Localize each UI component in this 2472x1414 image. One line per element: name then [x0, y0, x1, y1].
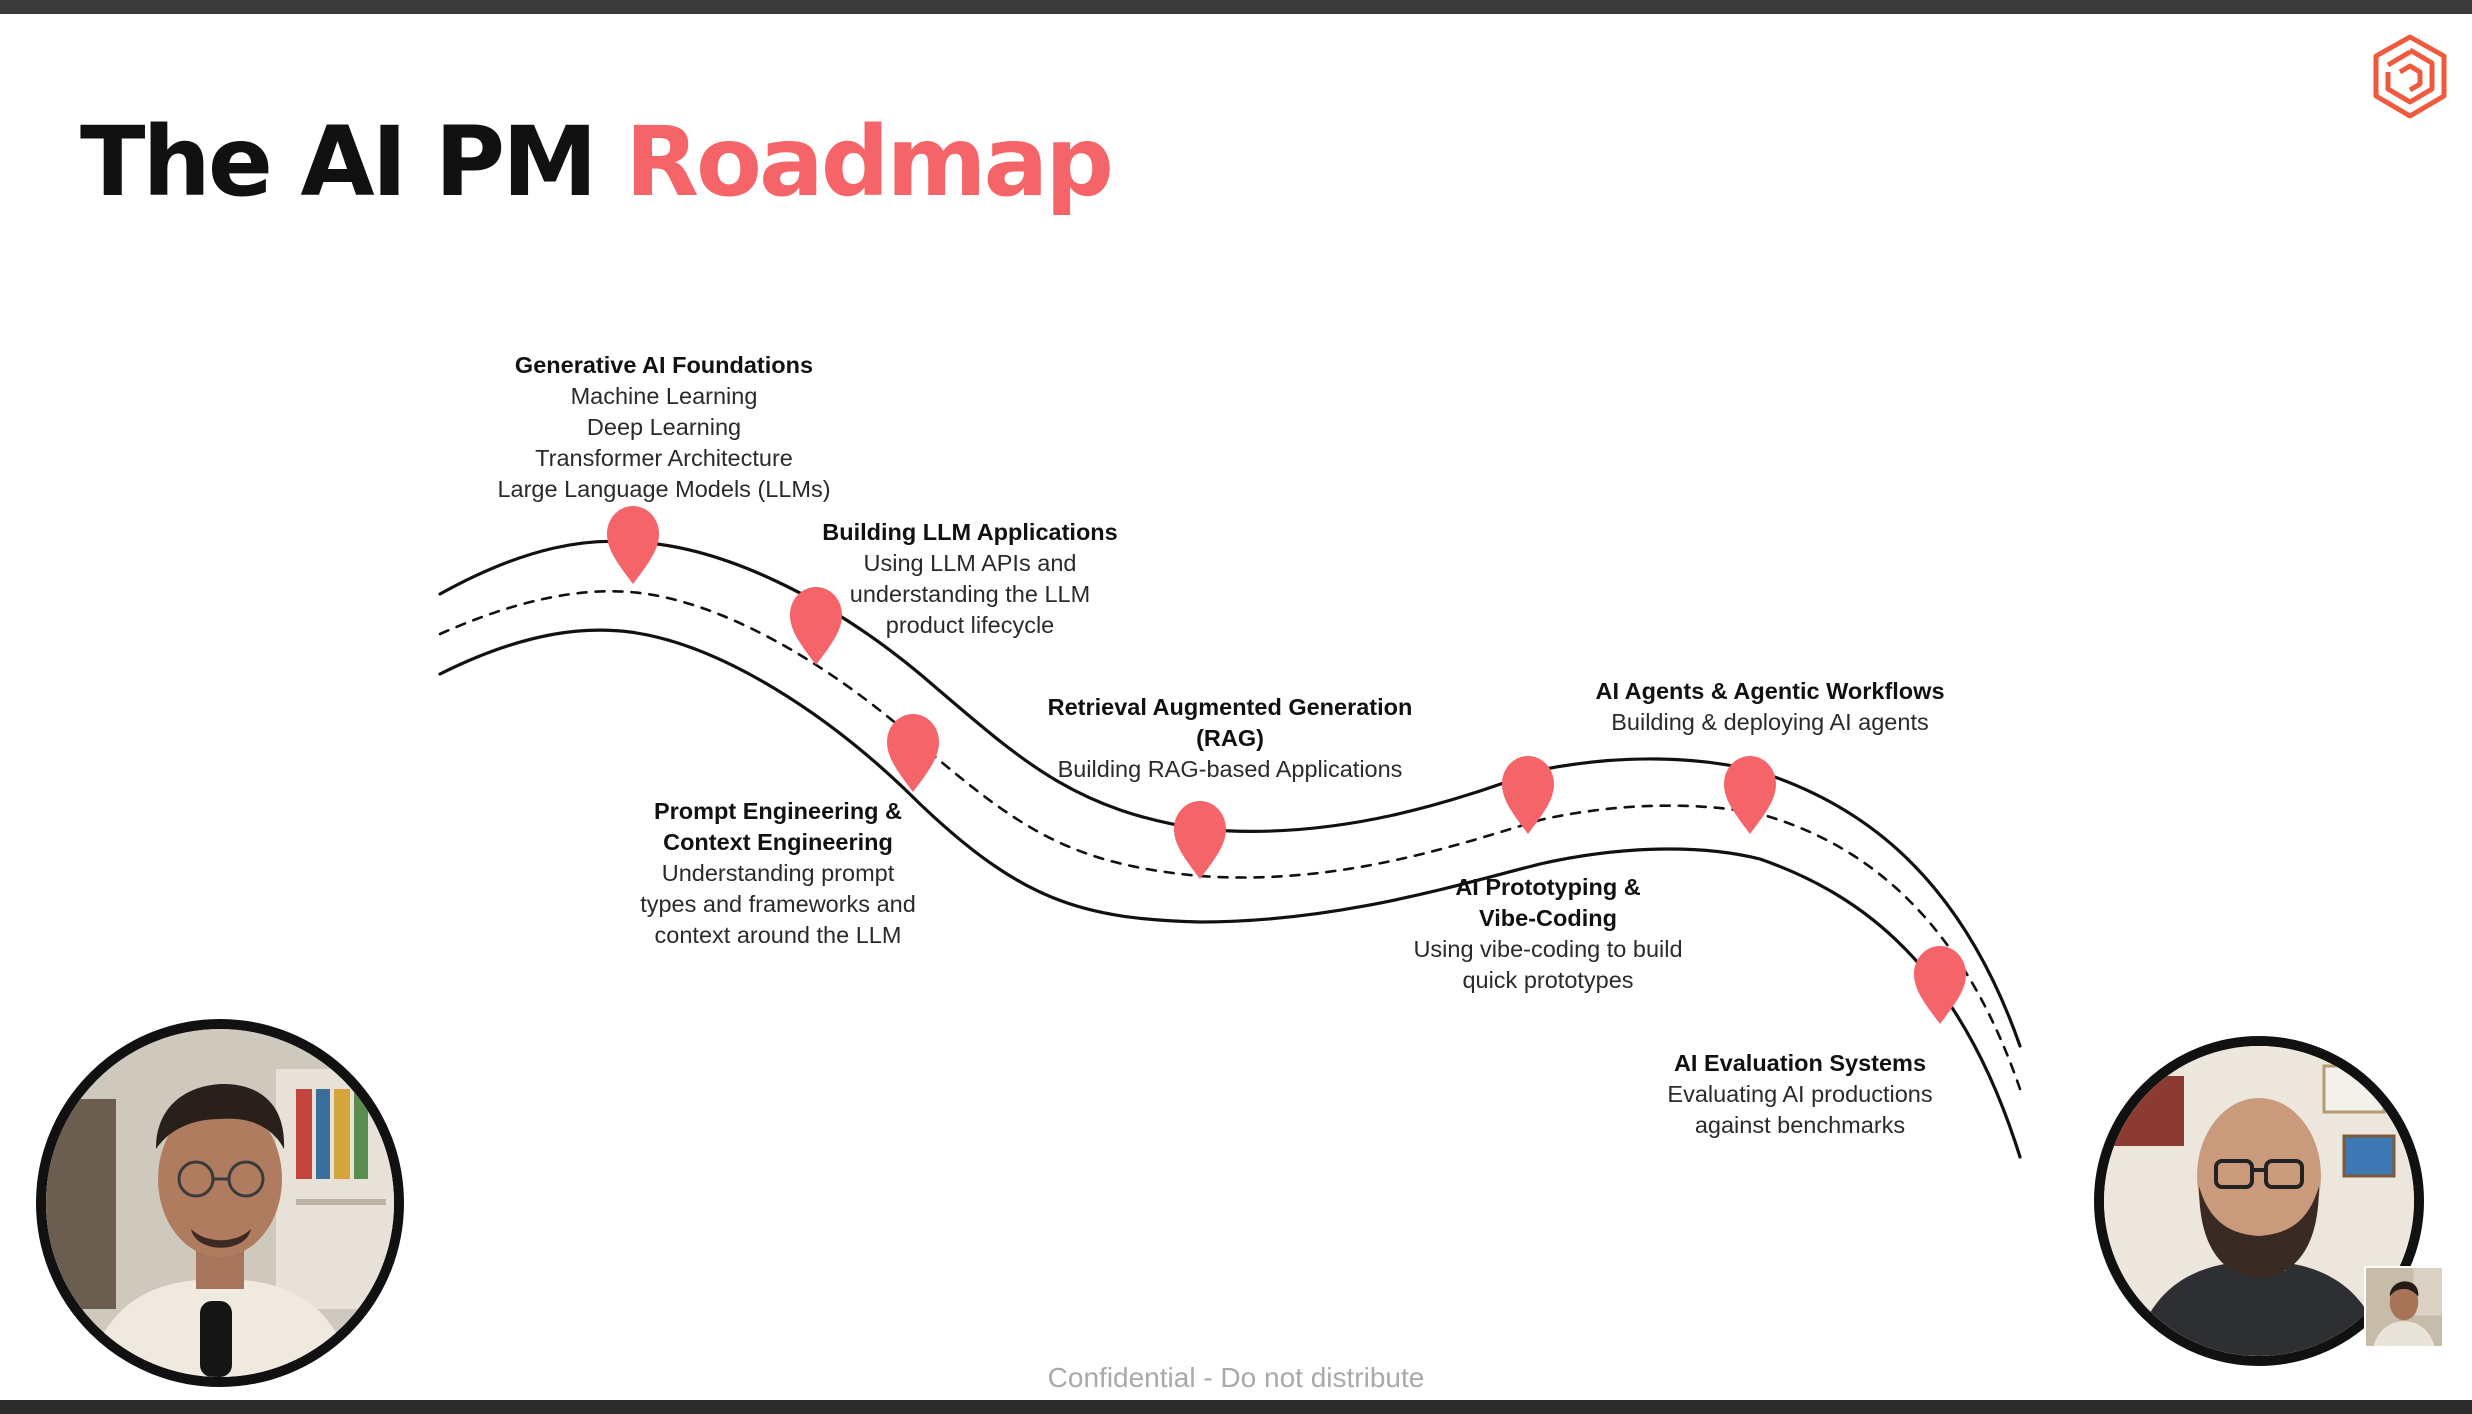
- milestone-label-7: AI Evaluation Systems Evaluating AI prod…: [1650, 1048, 1950, 1141]
- milestone-label-1: Generative AI Foundations Machine Learni…: [494, 350, 834, 505]
- self-view-thumbnail[interactable]: [2364, 1266, 2444, 1348]
- milestone-label-4: Retrieval Augmented Generation (RAG) Bui…: [1040, 692, 1420, 785]
- milestone-pin-3[interactable]: [887, 714, 939, 792]
- milestone-pin-4[interactable]: [1174, 801, 1226, 879]
- milestone-label-2: Building LLM Applications Using LLM APIs…: [810, 517, 1130, 641]
- self-view-avatar: [2366, 1268, 2442, 1346]
- milestone-pin-6[interactable]: [1724, 756, 1776, 834]
- video-participant-left[interactable]: [36, 1019, 404, 1387]
- milestone-pin-1[interactable]: [607, 506, 659, 584]
- participant-avatar: [46, 1029, 394, 1377]
- milestone-label-3: Prompt Engineering & Context Engineering…: [618, 796, 938, 951]
- milestone-label-5: AI Prototyping & Vibe-Coding Using vibe-…: [1398, 872, 1698, 996]
- window-bottom-bar: [0, 1400, 2472, 1414]
- milestone-pin-7[interactable]: [1914, 946, 1966, 1024]
- confidential-footer: Confidential - Do not distribute: [0, 1362, 2472, 1394]
- milestone-pin-5[interactable]: [1502, 756, 1554, 834]
- milestone-label-6: AI Agents & Agentic Workflows Building &…: [1580, 676, 1960, 738]
